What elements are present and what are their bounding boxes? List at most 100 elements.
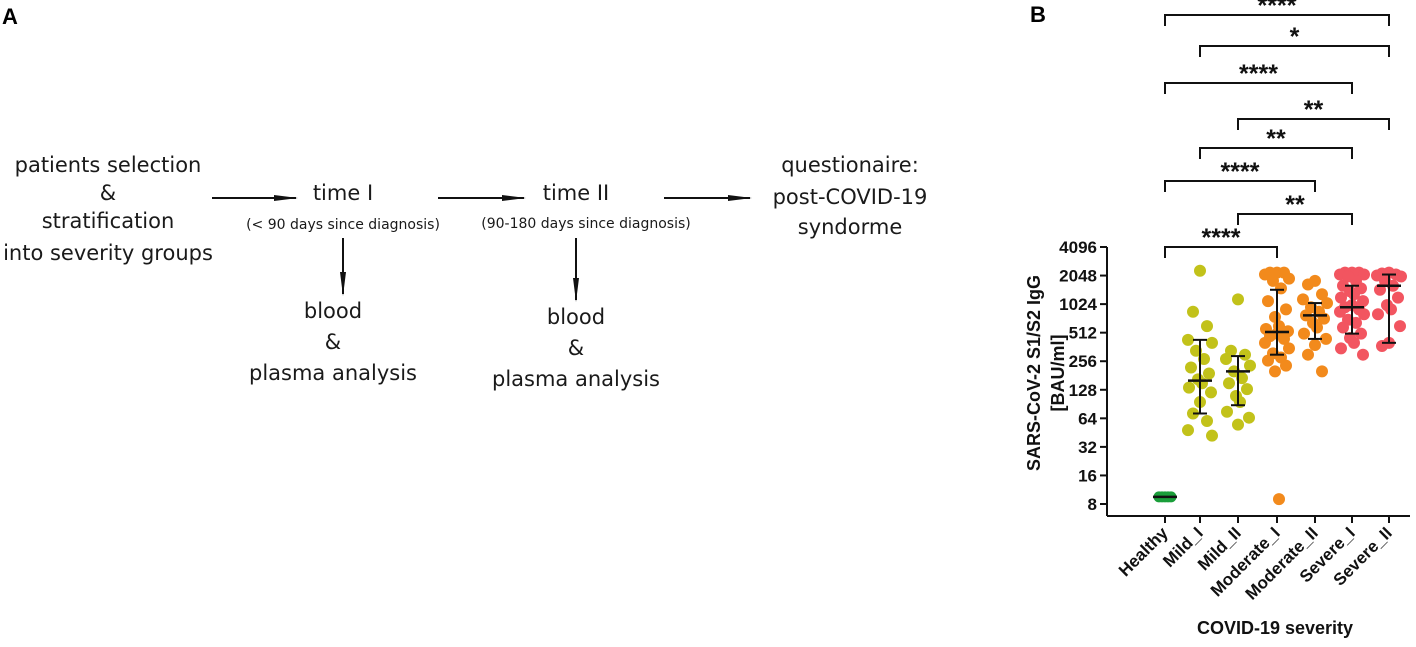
node-questionnaire: questionaire: post-COVID-19 syndorme [773,153,928,239]
data-point [1244,359,1256,372]
y-tick-label: 512 [1069,324,1097,343]
y-tick-label: 8 [1088,495,1097,514]
data-point [1316,365,1328,378]
data-point [1239,348,1251,361]
data-point [1316,288,1328,301]
data-point [1220,353,1232,366]
data-point [1348,336,1360,349]
data-point [1241,383,1253,396]
y-tick-label: 16 [1078,466,1097,485]
data-point [1201,320,1213,333]
data-point [1206,429,1218,442]
data-point [1205,386,1217,399]
data-point [1357,348,1369,361]
data-point [1273,493,1285,506]
significance-label: ** [1285,191,1305,219]
y-axis-title-line: SARS-CoV-2 S1/S2 IgG [1024,275,1044,471]
data-point [1283,342,1295,355]
significance-bracket [1164,246,1278,258]
data-point [1302,348,1314,361]
data-point [1320,332,1332,345]
data-point [1335,291,1347,304]
y-axis-title-line: [BAU/ml] [1048,335,1068,412]
data-point [1309,338,1321,351]
data-point [1269,365,1281,378]
x-axis-title: COVID-19 severity [1197,618,1353,638]
panel-a-label: A [2,4,18,29]
data-points [1153,264,1407,506]
significance-bracket [1164,82,1353,94]
significance-label: **** [1221,158,1260,186]
node-line: blood [304,299,362,323]
data-point [1187,305,1199,318]
data-point [1232,293,1244,306]
y-tick-label: 2048 [1059,267,1097,286]
data-point [1321,297,1333,310]
x-axis-ticks: HealthyMild_IMild_IIModerate_IModerate_I… [1115,516,1396,604]
significance-label: ** [1266,125,1286,153]
data-point [1243,411,1255,424]
data-point [1280,303,1292,316]
significance-label: ** [1304,96,1324,124]
significance-bracket [1199,147,1353,159]
node-line: plasma analysis [492,367,660,391]
significance-label: **** [1202,224,1241,252]
node-line: syndorme [798,215,903,239]
data-point [1259,268,1271,281]
data-point [1232,418,1244,431]
node-line: plasma analysis [249,361,417,385]
y-tick-label: 4096 [1059,238,1097,257]
data-point [1337,321,1349,334]
data-point [1182,424,1194,437]
y-axis-title: SARS-CoV-2 S1/S2 IgG[BAU/ml] [1024,275,1068,471]
data-point [1385,303,1397,316]
data-point [1182,333,1194,346]
data-point [1280,359,1292,372]
significance-brackets: *********************** [1164,0,1390,258]
node-line: into severity groups [3,241,213,265]
data-point [1278,332,1290,345]
data-point [1358,308,1370,321]
data-point [1194,264,1206,277]
data-point [1221,405,1233,418]
data-point [1203,367,1215,380]
data-point [1262,295,1274,308]
data-point [1206,336,1218,349]
node-line: post-COVID-19 [773,185,928,209]
data-point [1259,336,1271,349]
significance-bracket [1164,180,1316,192]
data-point [1392,291,1404,304]
node-time-2: time II (90-180 days since diagnosis) [481,181,690,232]
node-line: & [100,181,116,205]
y-tick-label: 64 [1078,409,1097,428]
node-blood-1: blood & plasma analysis [249,299,417,385]
data-point [1283,272,1295,285]
data-point [1262,354,1274,367]
significance-label: **** [1239,60,1278,88]
x-tick-label: Healthy [1115,523,1172,580]
data-point [1196,377,1208,390]
significance-label: **** [1258,0,1297,20]
data-point [1297,293,1309,306]
node-title: time II [543,181,610,205]
data-point [1311,321,1323,334]
data-point [1223,377,1235,390]
node-blood-2: blood & plasma analysis [492,305,660,391]
node-line: blood [547,305,605,329]
significance-bracket [1237,118,1390,130]
data-point [1334,305,1346,318]
data-point [1302,278,1314,291]
significance-bracket [1164,14,1390,26]
significance-bracket [1237,213,1353,225]
data-point [1395,270,1407,283]
node-time-1: time I (< 90 days since diagnosis) [246,181,440,233]
data-point [1185,361,1197,374]
data-point [1335,342,1347,355]
y-tick-label: 128 [1069,381,1097,400]
node-line: stratification [42,209,175,233]
node-note: (90-180 days since diagnosis) [481,216,690,232]
y-tick-label: 1024 [1059,295,1097,314]
